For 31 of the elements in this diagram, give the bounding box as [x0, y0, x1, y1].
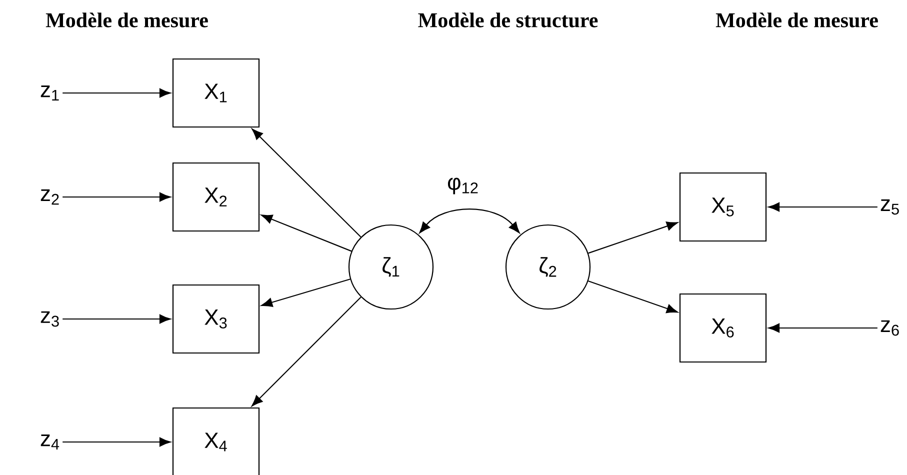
- variable-box: X$_{1}$: [172, 58, 260, 128]
- circle-node: ζ$_{2}$: [505, 224, 591, 310]
- section-heading: Modèle de mesure: [716, 12, 878, 28]
- variable-label: z$_{6}$: [880, 320, 899, 336]
- variable-label: z$_{3}$: [40, 311, 59, 327]
- arrow: [261, 214, 352, 252]
- arrow: [62, 192, 171, 202]
- variable-box: X$_{3}$: [172, 284, 260, 354]
- arrow: [62, 88, 171, 98]
- arrow: [768, 323, 878, 333]
- variable-label: z$_{2}$: [40, 189, 59, 205]
- arrow: [768, 202, 878, 212]
- section-heading: Modèle de structure: [418, 12, 598, 28]
- variable-box: X$_{5}$: [679, 172, 767, 242]
- section-heading: Modèle de mesure: [46, 12, 208, 28]
- variable-label: z$_{4}$: [40, 434, 60, 450]
- arrow: [252, 128, 362, 238]
- arrow: [62, 437, 171, 447]
- variable-label: z$_{5}$: [880, 199, 899, 215]
- arrow: [261, 278, 350, 307]
- circle-node: ζ$_{1}$: [348, 224, 434, 310]
- edge-label: φ$_{12}$: [448, 178, 478, 194]
- arrow: [62, 314, 171, 324]
- variable-label: z$_{1}$: [40, 85, 59, 101]
- variable-box: X$_{4}$: [172, 407, 260, 475]
- variable-box: X$_{2}$: [172, 162, 260, 232]
- arrow: [419, 208, 520, 234]
- arrow: [588, 280, 678, 314]
- arrow: [588, 222, 678, 254]
- variable-box: X$_{6}$: [679, 293, 767, 363]
- arrow: [252, 296, 362, 406]
